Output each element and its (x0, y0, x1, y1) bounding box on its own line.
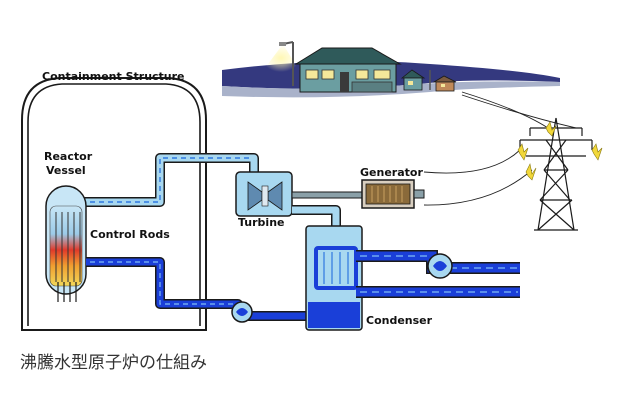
house-small (400, 69, 426, 91)
condenser (305, 225, 363, 331)
caption: 沸騰水型原子炉の仕組み (20, 353, 207, 373)
landscape (222, 41, 560, 98)
condenser-coils (314, 246, 358, 290)
label-turbine: Turbine (238, 216, 285, 229)
house-large (294, 47, 402, 93)
exhaust-pipe (292, 205, 341, 228)
generator (361, 179, 425, 209)
reactor-vessel (45, 185, 87, 295)
feedwater-pump (231, 301, 253, 323)
turbine (235, 171, 293, 217)
turbine-shaft (291, 191, 363, 199)
label-reactor-vessel-2: Vessel (46, 164, 86, 177)
transmission-tower (519, 117, 593, 231)
fuel-rods (55, 212, 81, 282)
label-condenser: Condenser (366, 314, 433, 327)
feedwater-pipe (86, 257, 321, 321)
label-containment: Containment Structure (42, 70, 185, 83)
containment-structure (21, 77, 207, 331)
tower-sparks (517, 121, 603, 181)
house-smallest (429, 70, 457, 92)
label-generator: Generator (360, 166, 423, 179)
power-lines (423, 91, 577, 206)
label-control-rods: Control Rods (90, 228, 170, 241)
street-lamp (262, 41, 300, 86)
cooling-pump (427, 253, 453, 279)
label-reactor-vessel-1: Reactor (44, 150, 93, 163)
steam-pipe (65, 153, 259, 207)
control-rods (57, 282, 77, 302)
